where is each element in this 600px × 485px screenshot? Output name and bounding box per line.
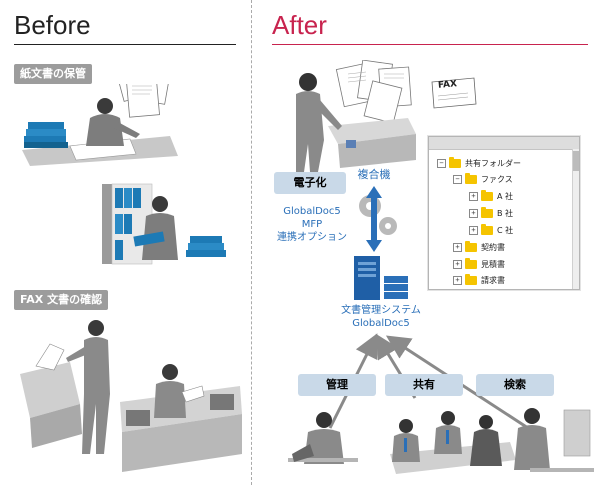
tree-row-label: A 社	[497, 191, 514, 201]
tree-row-company-c[interactable]: + C 社	[469, 222, 513, 238]
mfp-option-label: GlobalDoc5 MFP 連携オプション	[274, 205, 350, 244]
mfp-link-gears	[359, 186, 397, 252]
scattered-papers-icon	[113, 84, 172, 118]
tree-row-company-b[interactable]: + B 社	[469, 205, 513, 221]
mfp-icon	[328, 118, 416, 168]
mfp-option-line1: GlobalDoc5 MFP	[283, 206, 341, 230]
tree-row-label: C 社	[497, 225, 514, 235]
folder-icon	[465, 273, 477, 285]
tree-toggle-icon[interactable]: −	[453, 174, 462, 184]
gear-icon	[359, 195, 397, 235]
manager-user-icon	[288, 412, 358, 464]
function-label-search: 検索	[476, 374, 554, 396]
before-heading-rule	[14, 44, 236, 45]
office-worker-icon	[86, 98, 140, 146]
tree-row-label: 請求書	[481, 275, 505, 285]
fax-sheet-label: FAX	[437, 79, 458, 91]
folder-icon	[449, 156, 461, 168]
paper-stack-icon	[335, 60, 412, 124]
tree-toggle-icon[interactable]: +	[469, 225, 478, 235]
paper-storage-label: 紙文書の保管	[14, 64, 92, 84]
tree-row-company-a[interactable]: + A 社	[469, 188, 513, 204]
monitor-icon	[126, 394, 234, 426]
digitize-label: 電子化	[274, 172, 346, 194]
folder-tree-titlebar	[429, 137, 579, 150]
tree-row-invoices[interactable]: + 請求書	[453, 272, 505, 288]
folder-icon	[465, 257, 477, 269]
function-label-manage: 管理	[298, 374, 376, 396]
mfp-option-line2: 連携オプション	[277, 232, 347, 243]
tree-toggle-icon[interactable]: +	[469, 208, 478, 218]
tree-toggle-icon[interactable]: +	[453, 242, 462, 252]
tree-row-label: ファクス	[481, 174, 513, 184]
folder-icon	[481, 223, 493, 235]
sharing-users-icon	[390, 411, 516, 474]
before-heading: Before	[14, 10, 91, 40]
before-after-divider	[251, 0, 252, 485]
folder-tree-window: − 共有フォルダー − ファクス + A 社 + B 社 + C 社 + 契約書…	[428, 136, 580, 290]
folder-tree-scroll-thumb[interactable]	[573, 151, 579, 171]
bidirectional-arrow-icon	[366, 186, 382, 252]
tree-row-label: 契約書	[481, 242, 505, 252]
users-illustration	[288, 408, 594, 474]
search-user-icon	[514, 408, 594, 472]
binder-stack-icon	[24, 122, 68, 148]
paper-storage-illustration	[22, 84, 226, 265]
tree-toggle-icon[interactable]: −	[437, 158, 446, 168]
standing-worker-icon	[66, 320, 110, 454]
tree-toggle-icon[interactable]: +	[453, 275, 462, 285]
worker-reading-icon	[133, 196, 178, 260]
tree-row-shared-folder[interactable]: − 共有フォルダー	[437, 155, 521, 171]
tree-row-label: 共有フォルダー	[465, 158, 521, 168]
after-heading-rule	[272, 44, 588, 45]
system-label-line2: GlobalDoc5	[352, 318, 410, 329]
fax-machine-icon	[20, 343, 82, 448]
system-label: 文書管理システム GlobalDoc5	[322, 304, 440, 330]
folder-icon	[481, 206, 493, 218]
folder-icon	[465, 240, 477, 252]
document-server-icon	[354, 256, 408, 300]
tree-row-label: B 社	[497, 208, 514, 218]
tree-toggle-icon[interactable]: +	[469, 191, 478, 201]
mfp-label: 複合機	[357, 168, 391, 181]
tree-toggle-icon[interactable]: +	[453, 259, 462, 269]
system-label-line1: 文書管理システム	[341, 305, 421, 316]
fax-check-illustration	[20, 320, 242, 472]
fax-check-label: FAX 文書の確認	[14, 290, 109, 310]
tree-row-fax[interactable]: − ファクス	[453, 171, 513, 187]
mfp-operator-icon	[296, 73, 342, 172]
fax-sheet-icon	[431, 77, 477, 109]
tree-row-quotes[interactable]: + 見積書	[453, 256, 505, 272]
seated-worker-icon	[154, 364, 205, 418]
function-label-share: 共有	[385, 374, 463, 396]
folder-icon	[481, 189, 493, 201]
after-heading: After	[272, 10, 327, 40]
folder-icon	[465, 172, 477, 184]
mfp-scanning-illustration	[296, 60, 416, 172]
tree-row-label: 見積書	[481, 259, 505, 269]
tree-row-contracts[interactable]: + 契約書	[453, 239, 505, 255]
folder-tree-scrollbar[interactable]	[572, 149, 579, 289]
